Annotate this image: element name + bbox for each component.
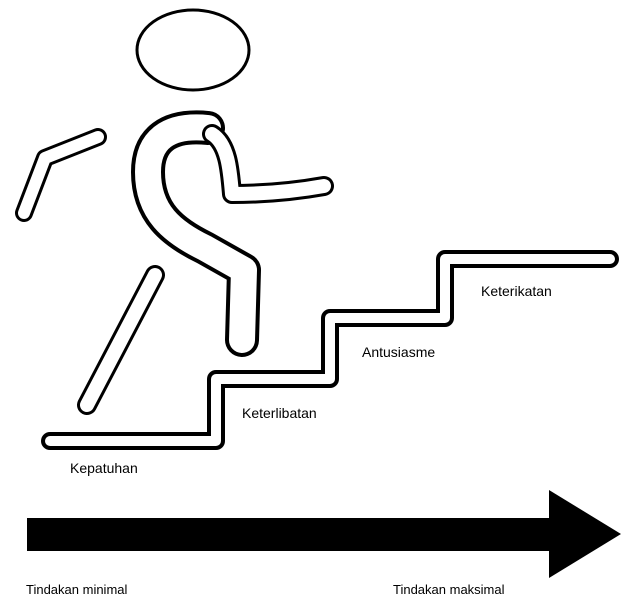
step-label-keterikatan: Keterikatan — [481, 283, 552, 299]
step-label-keterlibatan: Keterlibatan — [242, 405, 317, 421]
step-label-antusiasme: Antusiasme — [362, 344, 436, 360]
figure-back-leg — [77, 265, 165, 415]
arrow-label-maksimal: Tindakan maksimal — [393, 582, 505, 597]
figure-back-arm — [15, 128, 107, 222]
figure-head — [135, 8, 251, 92]
figure-torso-leg — [131, 110, 261, 357]
arrow-label-minimal: Tindakan minimal — [26, 582, 128, 597]
step-label-kepatuhan: Kepatuhan — [70, 460, 138, 476]
staircase — [41, 250, 619, 450]
progress-arrow — [27, 490, 621, 578]
figure-front-arm — [202, 124, 334, 204]
